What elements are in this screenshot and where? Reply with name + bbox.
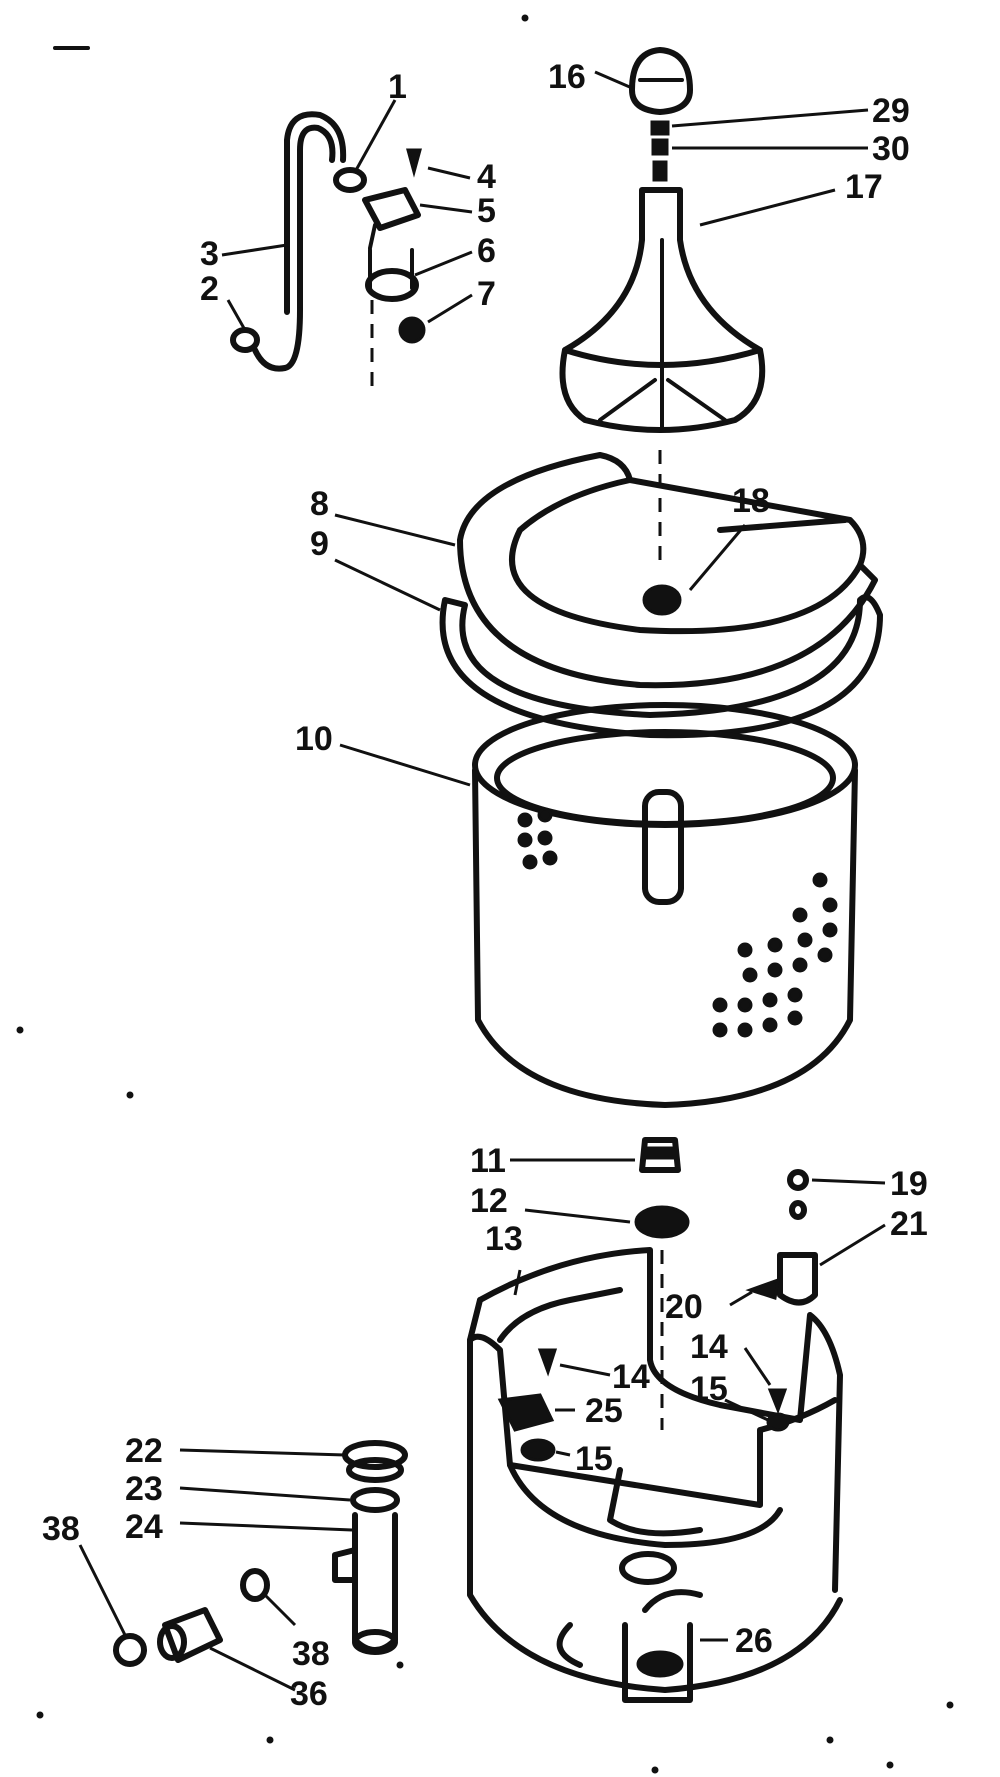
hose-coupling [113,1568,270,1667]
washer-19 [787,1169,809,1191]
seal-12 [634,1205,690,1239]
gasket-9 [439,594,883,739]
leader-lines [78,70,886,1692]
callout-1: 1 [388,68,407,106]
tub-ring-8 [457,452,878,689]
agitator-17 [559,187,766,433]
nozzle-body-6 [365,268,419,302]
callout-17: 17 [845,168,883,206]
agitator-assembly [559,47,766,433]
callout-labels: 1 2 3 4 5 6 7 8 9 10 11 12 13 14 14 15 1… [42,58,928,1713]
basket-holes [517,807,838,1038]
callout-13: 13 [485,1220,523,1258]
callout-18: 18 [732,482,770,520]
screw-4 [406,148,422,178]
ring-1 [333,167,367,193]
nut-11 [639,1137,681,1173]
callout-7: 7 [477,275,496,313]
callout-15-right: 15 [690,1370,728,1408]
callout-15-left: 15 [575,1440,613,1478]
callout-20: 20 [665,1288,703,1326]
drain-assembly [332,1440,408,1655]
callout-12: 12 [470,1182,508,1220]
callout-11: 11 [470,1142,506,1180]
tub-cover-ring [439,452,883,739]
outer-tub-13 [467,1247,843,1703]
pivot-21 [777,1252,818,1306]
clip-25 [497,1393,555,1432]
bearing-26 [642,1589,703,1613]
callout-23: 23 [125,1470,163,1508]
callout-38-right: 38 [292,1635,330,1673]
nut-30 [651,138,669,156]
callout-10: 10 [295,720,333,758]
washer-15-right [766,1412,790,1432]
washer-29 [650,120,670,136]
callout-36: 36 [290,1675,328,1713]
callout-14-left: 14 [612,1358,650,1396]
grommet-18 [642,584,682,616]
hose-clamp-2 [230,327,260,353]
callout-29: 29 [872,92,910,130]
callout-16: 16 [548,58,586,96]
callout-6: 6 [477,232,496,270]
plug-7 [398,316,426,344]
callout-30: 30 [872,130,910,168]
nozzle-5 [362,187,421,231]
drain-hole [619,1551,677,1585]
callout-3: 3 [200,235,219,273]
callout-19: 19 [890,1165,928,1203]
callout-9: 9 [310,525,329,563]
spin-basket-10 [472,702,858,1108]
callout-38-left: 38 [42,1510,80,1548]
washer-15-left [520,1438,556,1462]
screw-14-right [767,1388,788,1415]
callout-4: 4 [477,158,496,196]
scan-specks [16,14,954,1774]
fill-hose [297,124,336,313]
tub-mark [556,1622,583,1668]
screw-14-left [537,1348,558,1377]
callout-14-right: 14 [690,1328,728,1366]
arrow-20 [745,1277,780,1300]
hub-nut-seal [634,1137,690,1239]
callout-5: 5 [477,192,496,230]
callout-8: 8 [310,485,329,523]
callout-21: 21 [890,1205,928,1243]
callout-25: 25 [585,1392,623,1430]
small-parts-right [745,1169,818,1306]
clamp-38-left [113,1633,147,1667]
agitator-cap-16 [629,47,693,115]
hose-36 [162,1607,223,1663]
callout-2: 2 [200,270,219,308]
fill-hose-assembly [230,111,426,390]
callout-22: 22 [125,1432,163,1470]
clamp-38-right [240,1568,270,1602]
callout-26: 26 [735,1622,773,1660]
callout-24: 24 [125,1508,163,1546]
seal-23 [350,1487,400,1513]
